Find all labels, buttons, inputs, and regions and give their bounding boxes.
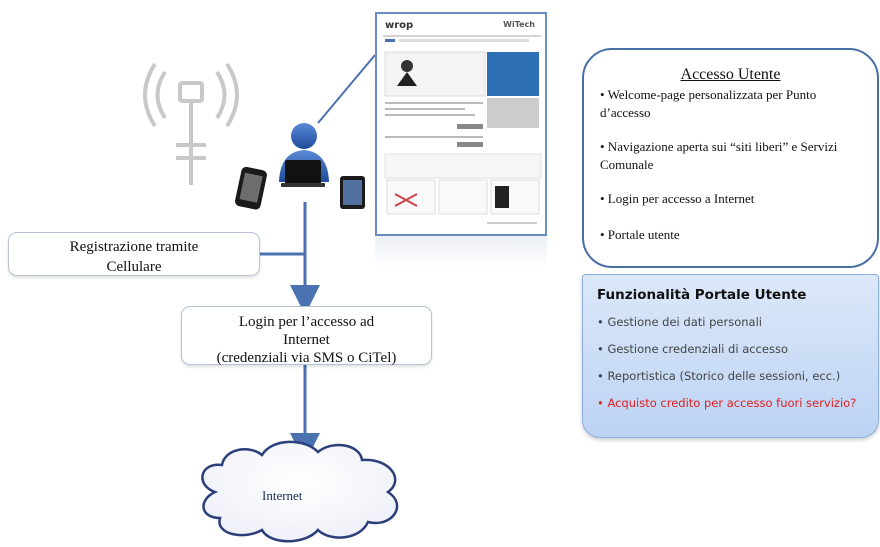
connector-line bbox=[317, 54, 376, 124]
registration-box: Registrazione tramite Cellulare bbox=[8, 232, 260, 276]
login-box: Login per l’accesso ad Internet (credenz… bbox=[181, 306, 432, 366]
access-title: Accesso Utente bbox=[680, 66, 781, 83]
cloud-label: Internet bbox=[262, 488, 303, 503]
site-layout-graphic bbox=[383, 35, 542, 224]
portal-highlight-item: • Acquisto credito per accesso fuori ser… bbox=[597, 396, 857, 410]
smartphone-icon bbox=[235, 166, 267, 210]
registration-line1: Registrazione tramite bbox=[69, 239, 199, 255]
portal-item: • Gestione dei dati personali bbox=[597, 315, 762, 329]
site-logo: wrop bbox=[385, 20, 414, 31]
access-item: • Navigazione aperta sui “siti liberi” e… bbox=[600, 139, 838, 172]
arrow-registration-login bbox=[260, 252, 320, 315]
login-line1: Login per l’accesso ad bbox=[238, 314, 375, 330]
website-screenshot: wrop WiTech bbox=[375, 12, 547, 236]
tablet-icon bbox=[340, 176, 365, 209]
access-item: • Welcome-page personalizzata per Punto … bbox=[600, 87, 817, 120]
portal-title: Funzionalità Portale Utente bbox=[597, 287, 807, 303]
wifi-antenna-icon bbox=[143, 62, 239, 185]
access-item: • Login per accesso a Internet bbox=[600, 191, 755, 206]
portal-item: • Reportistica (Storico delle sessioni, … bbox=[597, 369, 841, 383]
login-line2: Internet bbox=[283, 332, 330, 348]
access-item: • Portale utente bbox=[600, 227, 680, 242]
user-icon bbox=[279, 123, 329, 187]
site-brand: WiTech bbox=[503, 20, 535, 29]
website-reflection bbox=[375, 236, 547, 268]
registration-line2: Cellulare bbox=[106, 259, 162, 275]
portal-box: Funzionalità Portale Utente • Gestione d… bbox=[582, 274, 879, 438]
internet-cloud-icon bbox=[201, 440, 399, 543]
portal-item: • Gestione credenziali di accesso bbox=[597, 342, 788, 356]
access-box: Accesso Utente • Welcome-page personaliz… bbox=[582, 48, 879, 268]
login-line3: (credenziali via SMS o CiTel) bbox=[216, 350, 397, 366]
